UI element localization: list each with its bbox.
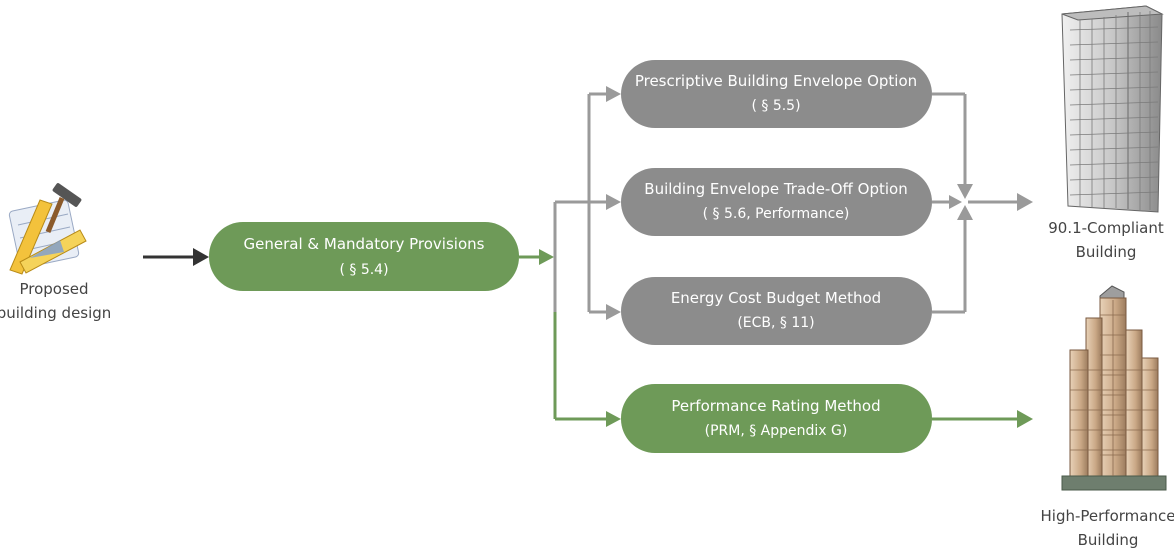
tradeoff-title: Building Envelope Trade-Off Option — [644, 180, 907, 198]
mandatory-provisions-node: General & Mandatory Provisions ( § 5.4) — [209, 222, 519, 291]
gray-branch-connectors — [553, 86, 621, 320]
prescriptive-title: Prescriptive Building Envelope Option — [635, 72, 917, 90]
prm-method-node: Performance Rating Method (PRM, § Append… — [621, 384, 932, 453]
green-branch-connector — [553, 312, 621, 427]
mandatory-title: General & Mandatory Provisions — [244, 235, 485, 253]
arrow-input-to-mandatory — [143, 248, 209, 266]
prm-title: Performance Rating Method — [671, 397, 880, 415]
office-tower-icon — [1061, 5, 1164, 213]
tradeoff-sub: ( § 5.6, Performance) — [703, 206, 850, 222]
prescriptive-option-node: Prescriptive Building Envelope Option ( … — [621, 60, 932, 128]
high-performance-label-line1: High-Performance — [1041, 507, 1174, 525]
compliant-label-line2: Building — [1076, 243, 1137, 261]
ecb-sub: (ECB, § 11) — [737, 315, 814, 331]
mandatory-sub: ( § 5.4) — [339, 262, 388, 278]
input-label-line2: building design — [0, 304, 111, 322]
ecb-method-node: Energy Cost Budget Method (ECB, § 11) — [621, 277, 932, 345]
merge-connectors — [932, 92, 1033, 314]
compliant-label-line1: 90.1-Compliant — [1048, 219, 1164, 237]
prm-sub: (PRM, § Appendix G) — [705, 423, 848, 439]
blueprint-tools-icon — [8, 183, 87, 275]
high-performance-label-line2: Building — [1078, 531, 1139, 549]
prescriptive-sub: ( § 5.5) — [751, 98, 800, 114]
ecb-title: Energy Cost Budget Method — [671, 289, 881, 307]
arrow-prm-to-high-performance — [932, 410, 1033, 428]
high-rise-tower-icon — [1061, 285, 1167, 491]
input-label-line1: Proposed — [19, 280, 88, 298]
arrow-mandatory-to-branch — [519, 249, 554, 265]
tradeoff-option-node: Building Envelope Trade-Off Option ( § 5… — [621, 168, 932, 236]
